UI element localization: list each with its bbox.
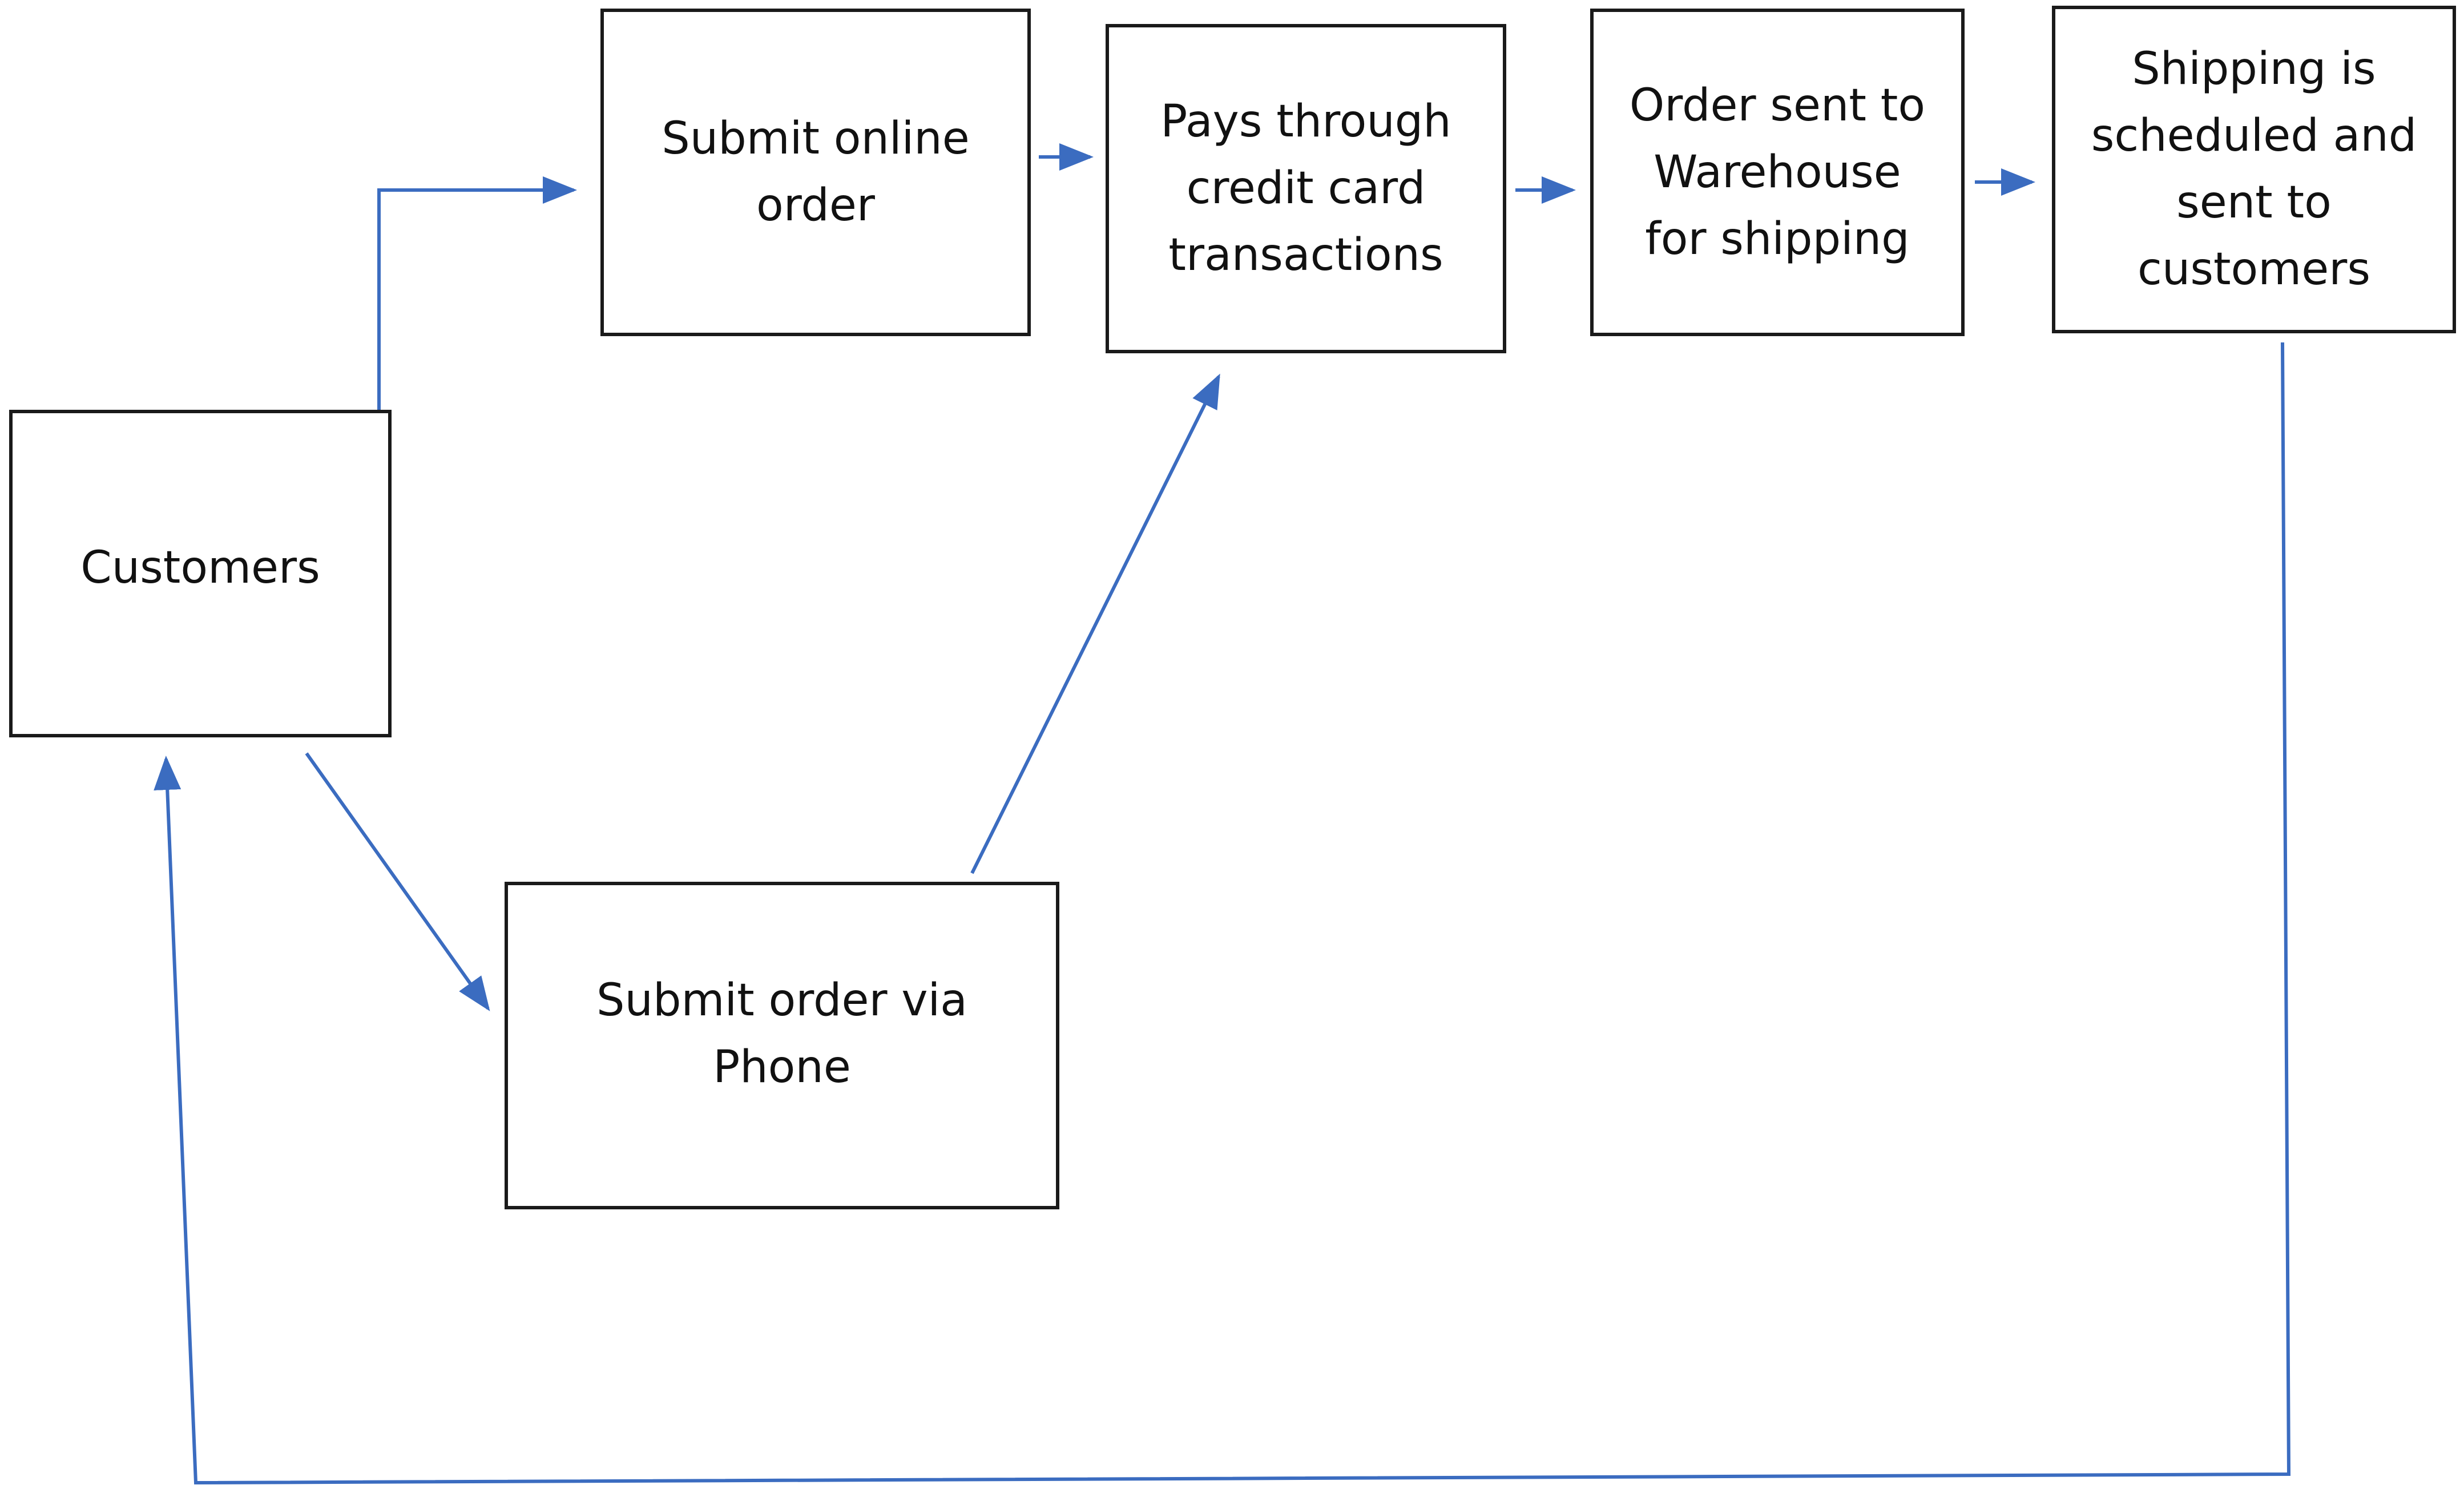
- edge-phone-to-payment: [970, 373, 1220, 874]
- node-warehouse: Order sent to Warehouse for shipping: [1590, 9, 1965, 336]
- node-credit-card-payment-label: Pays through credit card transactions: [1160, 96, 1451, 281]
- node-customers: Customers: [9, 410, 392, 737]
- node-submit-order-phone: Submit order via Phone: [505, 882, 1059, 1209]
- node-shipping-label: Shipping is scheduled and sent to custom…: [2091, 43, 2417, 295]
- edge-customers-to-phone: [305, 752, 490, 1011]
- node-submit-order-phone-label: Submit order via Phone: [596, 975, 967, 1093]
- node-customers-label: Customers: [80, 542, 320, 594]
- node-submit-online-order: Submit online order: [600, 9, 1031, 336]
- edge-shipping-to-customers: [154, 342, 2291, 1485]
- edge-customers-to-online: [377, 176, 577, 410]
- node-warehouse-label: Order sent to Warehouse for shipping: [1629, 79, 1926, 265]
- node-shipping: Shipping is scheduled and sent to custom…: [2052, 6, 2456, 333]
- node-credit-card-payment: Pays through credit card transactions: [1106, 24, 1506, 353]
- node-submit-online-order-label: Submit online order: [662, 113, 970, 231]
